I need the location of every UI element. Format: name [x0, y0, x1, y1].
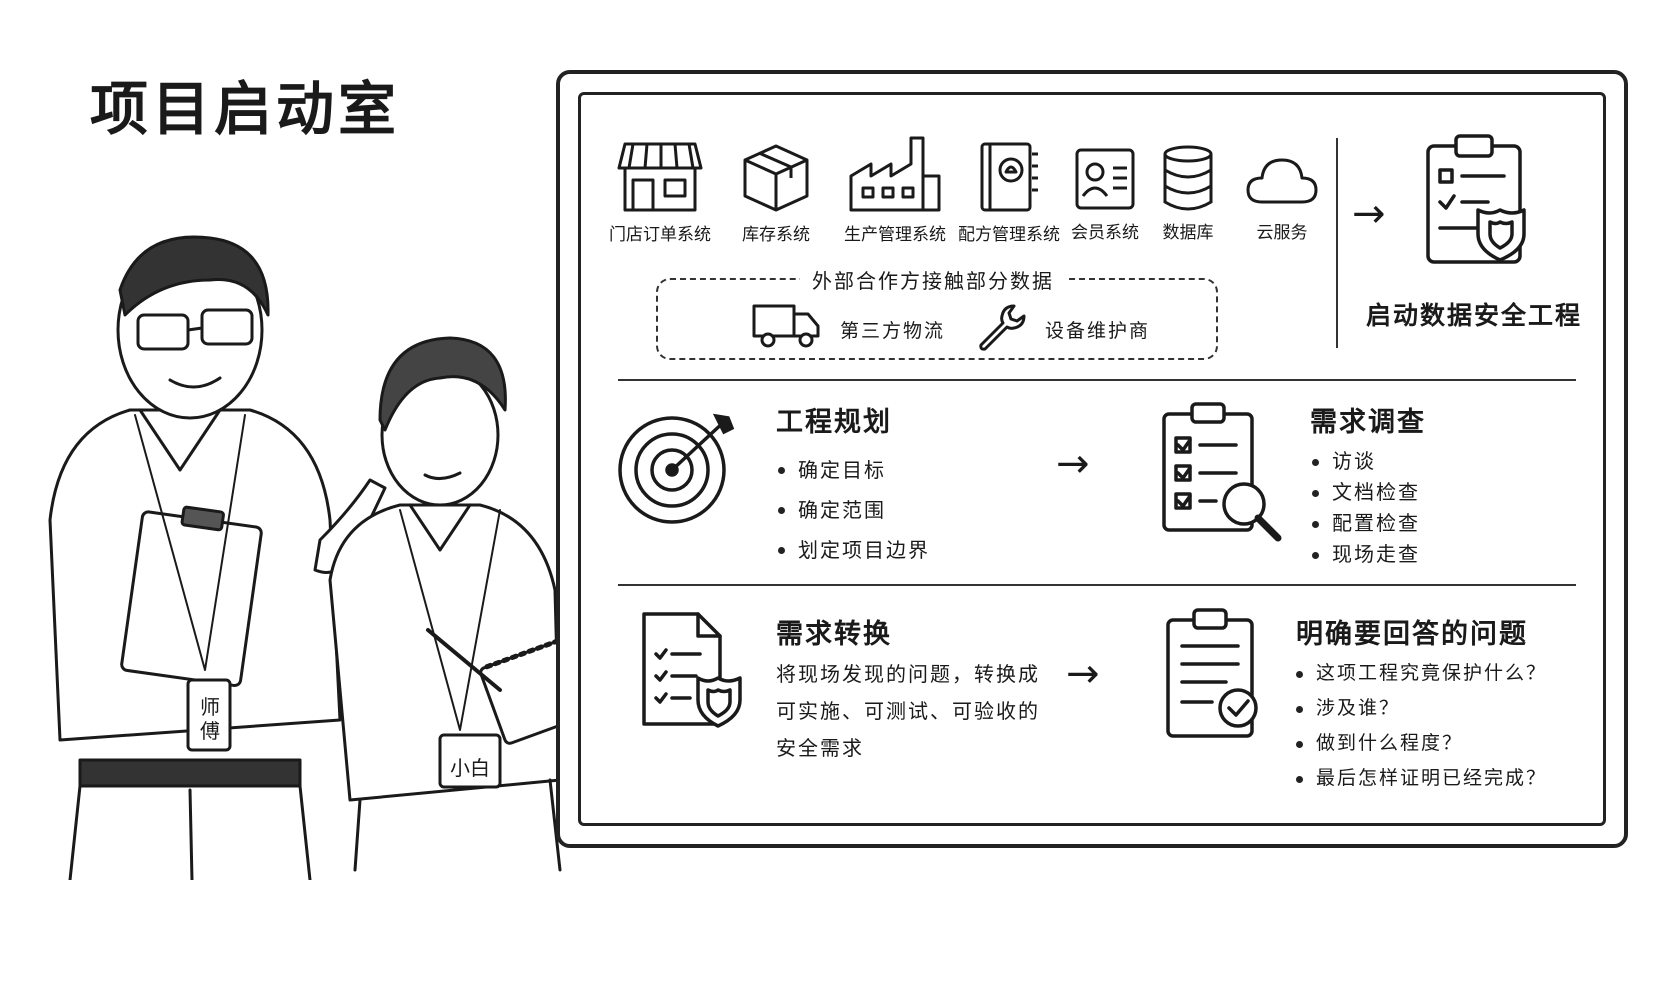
system-label: 数据库: [1162, 223, 1214, 243]
system-member: 会员系统: [1055, 146, 1155, 243]
clipboard-check-icon: [1166, 608, 1258, 738]
partner-logistics: 第三方物流: [840, 320, 946, 342]
launch-divider: [1336, 138, 1338, 348]
external-partners-title: 外部合作方接触部分数据: [800, 265, 1066, 294]
recipe-book-icon: [980, 142, 1038, 212]
clipboard-shield-icon: [1426, 134, 1526, 264]
people-illustration: [48, 235, 611, 880]
list-item: 访谈: [1310, 446, 1420, 477]
database-icon: [1163, 145, 1213, 211]
arrow-to-launch-icon: →: [1352, 191, 1386, 237]
list-item: 确定范围: [776, 490, 930, 530]
system-recipe: 配方管理系统: [944, 140, 1074, 245]
description-line: 将现场发现的问题，转换成: [776, 662, 1040, 686]
planning-list: 确定目标 确定范围 划定项目边界: [776, 450, 930, 570]
system-database: 数据库: [1138, 144, 1238, 243]
arrow-conversion-to-questions-icon: →: [1066, 651, 1100, 697]
list-item: 确定目标: [776, 450, 930, 490]
conversion-title: 需求转换: [776, 619, 892, 650]
factory-icon: [849, 136, 941, 212]
list-item: 划定项目边界: [776, 530, 930, 570]
launch-label: 启动数据安全工程: [1366, 301, 1583, 330]
wrench-icon: [979, 304, 1026, 351]
partner-maintenance: 设备维护商: [1045, 320, 1151, 342]
cloud-icon: [1246, 158, 1318, 204]
questions-list: 这项工程究竟保护什么？ 涉及谁？ 做到什么程度？ 最后怎样证明已经完成？: [1294, 656, 1547, 796]
planning-title: 工程规划: [776, 407, 892, 438]
survey-list: 访谈 文档检查 配置检查 现场走查: [1310, 446, 1420, 570]
system-inventory: 库存系统: [716, 140, 836, 245]
list-item: 做到什么程度？: [1294, 726, 1547, 761]
box-icon: [743, 144, 809, 212]
member-card-icon: [1075, 148, 1135, 210]
questions-title: 明确要回答的问题: [1296, 619, 1528, 650]
system-store-orders: 门店订单系统: [600, 140, 720, 245]
row-divider-1: [618, 379, 1576, 381]
system-production: 生产管理系统: [830, 132, 960, 245]
page-title: 项目启动室: [90, 75, 401, 143]
survey-title: 需求调查: [1310, 407, 1426, 438]
truck-icon: [752, 304, 820, 348]
description-line: 安全需求: [776, 736, 864, 760]
list-item: 这项工程究竟保护什么？: [1294, 656, 1547, 691]
apprentice-badge-label: 小白: [450, 756, 490, 780]
conversion-description: 将现场发现的问题，转换成 可实施、可测试、可验收的 安全需求: [776, 656, 1066, 767]
target-icon: [618, 413, 735, 524]
list-item: 现场走查: [1310, 539, 1420, 570]
description-line: 可实施、可测试、可验收的: [776, 699, 1040, 723]
row-divider-2: [618, 584, 1576, 586]
system-label: 生产管理系统: [844, 225, 946, 245]
list-item: 涉及谁？: [1294, 691, 1547, 726]
checklist-magnifier-icon: [1162, 402, 1282, 542]
system-cloud: 云服务: [1232, 150, 1332, 243]
system-label: 会员系统: [1071, 223, 1139, 243]
list-item: 文档检查: [1310, 477, 1420, 508]
system-label: 库存系统: [742, 225, 810, 245]
arrow-planning-to-survey-icon: →: [1056, 441, 1090, 487]
document-shield-icon: [642, 612, 742, 728]
list-item: 配置检查: [1310, 508, 1420, 539]
whiteboard-inner: [578, 92, 1606, 826]
master-badge-label: 师傅: [200, 695, 220, 743]
store-icon: [617, 142, 703, 212]
system-label: 云服务: [1256, 223, 1308, 243]
list-item: 最后怎样证明已经完成？: [1294, 761, 1547, 796]
system-label: 门店订单系统: [609, 225, 711, 245]
system-label: 配方管理系统: [958, 225, 1060, 245]
